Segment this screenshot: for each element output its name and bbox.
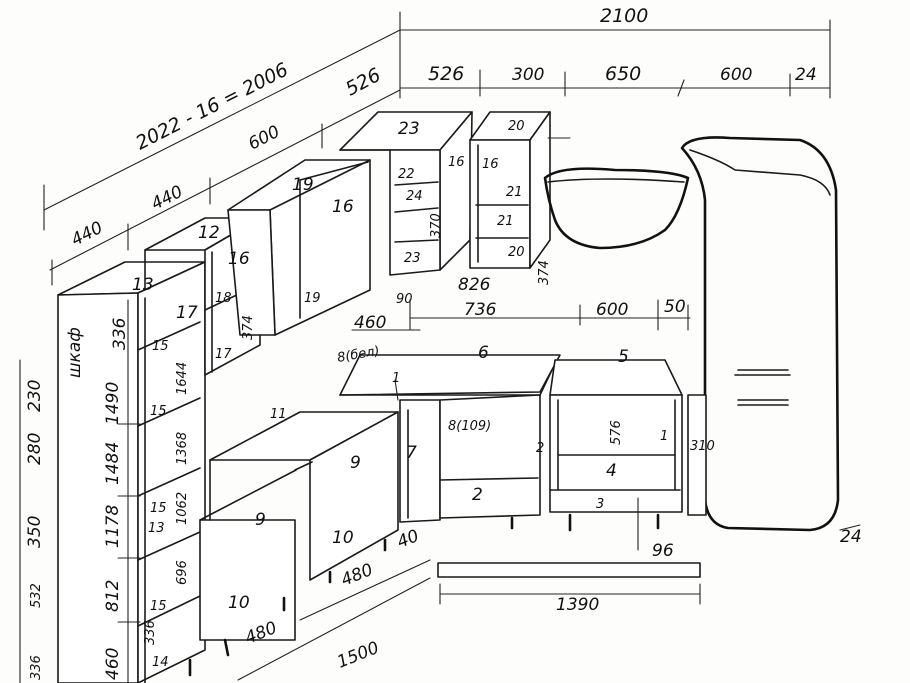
wc4-16: 16 (482, 157, 499, 172)
dim-600-top: 600 (720, 65, 752, 85)
wc2-16: 16 (332, 197, 354, 217)
counter-8: 8(бел) (336, 344, 381, 366)
dim-left-532: 532 (29, 583, 44, 608)
fridge-24: 24 (840, 527, 862, 547)
wc4-374: 374 (537, 260, 552, 285)
wc1-18: 18 (215, 291, 232, 306)
bot-1500: 1500 (334, 638, 382, 673)
mid-600: 600 (596, 300, 628, 320)
tall-812: 812 (103, 580, 123, 612)
base-4: 4 (606, 461, 617, 481)
wc3-22: 22 (398, 167, 415, 182)
base-310: 310 (690, 439, 715, 454)
mid-460: 460 (354, 313, 386, 333)
tall-17: 17 (176, 303, 198, 323)
counter-1: 1 (392, 371, 400, 386)
wc2-19-b: 19 (304, 291, 321, 306)
dim-650: 650 (605, 63, 641, 85)
mid-90: 90 (396, 292, 413, 307)
wc3-370: 370 (429, 213, 444, 238)
wc1-374: 374 (241, 315, 256, 340)
tall-1490: 1490 (103, 382, 123, 425)
tall-1062: 1062 (175, 492, 190, 525)
dim-left-230: 230 (25, 380, 45, 412)
tall-14: 14 (152, 655, 169, 670)
wc4-21-b: 21 (497, 214, 514, 229)
bot-480-b: 480 (338, 560, 376, 591)
tall-336-b: 336 (143, 620, 158, 645)
base-3: 3 (596, 497, 604, 512)
base-2-b: 2 (536, 441, 544, 456)
base-cabinet-right (549, 394, 707, 551)
dim-526: 526 (428, 63, 464, 85)
drawer-9-a: 9 (350, 453, 361, 473)
dim-24-top: 24 (795, 65, 817, 85)
base-1: 1 (660, 429, 668, 444)
tall-15-d: 15 (150, 599, 167, 614)
base-576: 576 (609, 420, 624, 445)
wc4-20-b: 20 (508, 245, 525, 260)
counter-6: 6 (478, 343, 489, 363)
mid-50: 50 (664, 297, 686, 317)
wc1-12: 12 (198, 223, 220, 243)
base-cabinet-sink (399, 369, 553, 530)
wc3-23: 23 (398, 119, 420, 139)
dim-440-b: 440 (68, 218, 106, 251)
base-7: 7 (406, 443, 417, 463)
dim-300: 300 (512, 65, 544, 85)
tall-460: 460 (103, 648, 123, 680)
tall-cabinet (57, 261, 206, 683)
tall-15-a: 15 (152, 339, 169, 354)
range-hood (543, 167, 690, 250)
drawer-9-b: 9 (255, 510, 266, 530)
dim-526-left: 526 (342, 64, 384, 100)
base-2: 2 (472, 485, 483, 505)
drawer-boxes (188, 411, 399, 677)
wc2-19: 19 (292, 175, 314, 195)
fridge (680, 136, 861, 532)
dim-left-280: 280 (25, 433, 45, 465)
tall-15-c: 15 (150, 501, 167, 516)
wall-cabinet-3 (339, 111, 473, 276)
wc1-17: 17 (215, 347, 232, 362)
tall-top-13: 13 (132, 275, 154, 295)
wc4-826: 826 (458, 275, 491, 295)
wc3-23-b: 23 (404, 251, 421, 266)
dim-left-336: 336 (29, 655, 44, 680)
bot-1390: 1390 (556, 595, 599, 615)
top-dimension-lines (43, 11, 831, 286)
dim-top-2100: 2100 (600, 5, 648, 27)
tall-1368: 1368 (175, 432, 190, 465)
tall-1644: 1644 (175, 362, 190, 395)
tall-13-b: 13 (148, 521, 165, 536)
tall-696: 696 (175, 560, 190, 585)
drawer-10-b: 10 (228, 593, 250, 613)
wc3-16: 16 (448, 155, 465, 170)
wall-cabinet-2 (227, 159, 371, 336)
tall-1178: 1178 (103, 505, 123, 548)
drawer-10-a: 10 (332, 528, 354, 548)
counter-11: 11 (270, 407, 287, 422)
wc4-21: 21 (506, 185, 523, 200)
wc3-24: 24 (406, 189, 423, 204)
wall-cabinet-4 (469, 111, 571, 269)
tall-label: шкаф (65, 327, 85, 378)
bottom-dimension-lines (19, 359, 701, 683)
tall-1484: 1484 (103, 442, 123, 485)
dim-600-diag: 600 (245, 122, 283, 155)
tall-15-b: 15 (150, 404, 167, 419)
countertop (339, 299, 691, 401)
sink-label: 8(109) (448, 419, 491, 434)
counter-5: 5 (618, 347, 629, 367)
wc4-20: 20 (508, 119, 525, 134)
dim-left-350: 350 (25, 516, 45, 548)
base-96: 96 (652, 541, 674, 561)
wc1-16: 16 (228, 249, 250, 269)
mid-736: 736 (464, 300, 497, 320)
tall-336: 336 (110, 317, 130, 350)
